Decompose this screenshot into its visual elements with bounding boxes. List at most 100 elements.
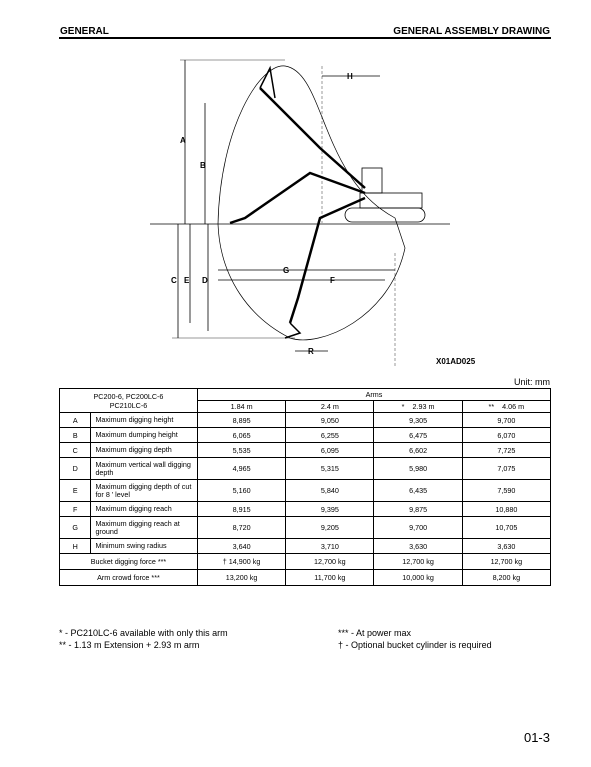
row-value: 5,160 [196, 479, 287, 502]
force-label: Bucket digging force *** [59, 553, 198, 570]
force-value: 11,700 kg [285, 569, 375, 586]
row-description: Maximum digging depth of cut for 8 ' lev… [90, 479, 198, 502]
row-description: Minimum swing radius [90, 538, 198, 554]
label-c: C [171, 276, 177, 285]
note-extension: ** - 1.13 m Extension + 2.93 m arm [59, 640, 200, 650]
row-description: Maximum digging reach at ground [90, 516, 198, 539]
label-a: A [180, 136, 186, 145]
row-letter: B [58, 427, 92, 443]
arm-col-mark: * [401, 402, 405, 411]
row-description: Maximum vertical wall digging depth [90, 457, 198, 480]
row-value: 3,710 [285, 538, 375, 554]
row-value: 7,725 [461, 442, 552, 458]
row-value: 6,095 [285, 442, 375, 458]
row-value: 9,700 [461, 412, 552, 428]
cab [361, 167, 383, 194]
boom-deep [288, 196, 366, 324]
row-value: 9,700 [373, 516, 463, 539]
arm-col-header: **4.06 m [461, 400, 552, 413]
arms-header: Arms [196, 388, 552, 401]
row-value: 10,705 [461, 516, 552, 539]
row-value: 6,602 [373, 442, 463, 458]
label-d: D [202, 276, 208, 285]
excavator-assembly-drawing: A B C E D H G F R [150, 59, 450, 368]
note-optional-cylinder: † - Optional bucket cylinder is required [338, 640, 492, 650]
force-label: Arm crowd force *** [59, 569, 198, 586]
row-value: 10,880 [461, 501, 552, 517]
arm-col-header: * 2.93 m [373, 400, 463, 413]
row-letter: A [58, 412, 92, 428]
row-value: 5,980 [373, 457, 463, 480]
force-value: 12,700 kg [285, 553, 375, 570]
row-value: 3,630 [461, 538, 552, 554]
boom-high [259, 87, 366, 189]
arm-col-label: 2.93 m [412, 402, 435, 411]
header-document-title: GENERAL ASSEMBLY DRAWING [393, 26, 550, 37]
force-value: † 14,900 kg [196, 553, 287, 570]
force-value: 12,700 kg [373, 553, 463, 570]
row-letter: G [58, 516, 92, 539]
row-letter: H [58, 538, 92, 554]
specification-table: PC200-6, PC200LC-6 PC210LC-6 Arms 1.84 m… [58, 388, 552, 586]
label-g: G [283, 266, 289, 275]
row-value: 8,915 [196, 501, 287, 517]
row-description: Maximum dumping height [90, 427, 198, 443]
boom-ground [229, 171, 366, 225]
header-rule [59, 37, 551, 39]
label-e: E [184, 276, 190, 285]
row-letter: D [58, 457, 92, 480]
force-value: 13,200 kg [196, 569, 287, 586]
row-value: 5,840 [285, 479, 375, 502]
row-value: 6,435 [373, 479, 463, 502]
label-f: F [330, 276, 335, 285]
row-value: 6,065 [196, 427, 287, 443]
arm-col-header: 2.4 m [285, 400, 375, 413]
row-value: 6,475 [373, 427, 463, 443]
model-header: PC200-6, PC200LC-6 PC210LC-6 [59, 388, 198, 413]
row-value: 4,965 [196, 457, 287, 480]
label-h: H [347, 72, 353, 81]
drawing-id: X01AD025 [436, 357, 476, 366]
note-one-arm: * - PC210LC-6 available with only this a… [59, 628, 228, 638]
row-value: 9,875 [373, 501, 463, 517]
row-value: 9,395 [285, 501, 375, 517]
digging-envelope [217, 65, 406, 341]
row-letter: E [58, 479, 92, 502]
row-value: 8,895 [196, 412, 287, 428]
row-letter: F [58, 501, 92, 517]
row-value: 7,590 [461, 479, 552, 502]
bucket-high [259, 65, 276, 99]
page-number: 01-3 [523, 730, 550, 745]
label-r: R [308, 347, 314, 356]
header-section-title: GENERAL [60, 26, 109, 37]
row-value: 3,640 [196, 538, 287, 554]
row-description: Maximum digging reach [90, 501, 198, 517]
arm-col-header: 1.84 m [196, 400, 287, 413]
row-value: 9,305 [373, 412, 463, 428]
arm-col-label: 4.06 m [502, 402, 525, 411]
upper-structure [359, 192, 423, 209]
arm-col-label: 1.84 m [230, 402, 253, 411]
row-description: Maximum digging depth [90, 442, 198, 458]
row-value: 5,535 [196, 442, 287, 458]
bucket-deep [284, 322, 302, 339]
row-value: 7,075 [461, 457, 552, 480]
row-value: 6,070 [461, 427, 552, 443]
row-value: 6,255 [285, 427, 375, 443]
label-b: B [200, 161, 206, 170]
row-value: 9,205 [285, 516, 375, 539]
force-value: 10,000 kg [373, 569, 463, 586]
force-value: 12,700 kg [461, 553, 552, 570]
row-description: Maximum digging height [90, 412, 198, 428]
track [344, 207, 426, 223]
